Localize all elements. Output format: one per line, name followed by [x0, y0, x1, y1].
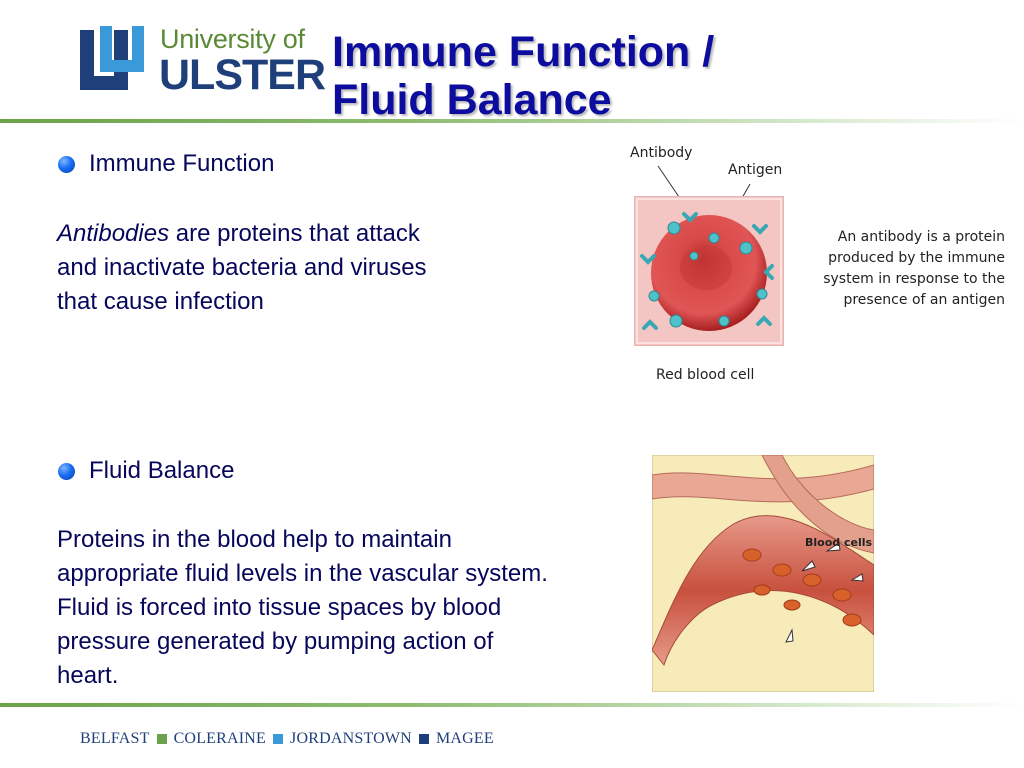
red-blood-cell-illustration [634, 196, 784, 346]
footer-divider [0, 703, 1024, 707]
label-blood-cells: Blood cells [805, 536, 873, 549]
separator-square-icon [273, 734, 284, 744]
logo-text-ulster: ULSTER [159, 51, 326, 99]
bullet-icon [58, 155, 75, 173]
antibody-caption: An antibody is a protein produced by the… [823, 229, 1005, 308]
section-heading-immune: Immune Function [89, 150, 275, 177]
label-red-blood-cell: Red blood cell [656, 367, 755, 383]
label-antibody: Antibody [630, 145, 693, 161]
campus-coleraine: COLERAINE [173, 730, 267, 747]
blood-vessel-illustration [652, 455, 874, 692]
campus-footer: BELFAST COLERAINE JORDANSTOWN MAGEE [80, 730, 494, 748]
bullet-icon [58, 462, 75, 480]
campus-magee: MAGEE [435, 730, 494, 747]
separator-square-icon [156, 734, 167, 744]
section-heading-fluid: Fluid Balance [89, 457, 235, 484]
ulster-logo-mark-icon [80, 26, 144, 90]
fluid-balance-paragraph: Proteins in the blood help to maintain a… [57, 526, 548, 689]
campus-belfast: BELFAST [80, 730, 150, 747]
antibodies-term: Antibodies [57, 220, 170, 247]
label-antigen: Antigen [728, 162, 783, 178]
bullet-fluid-balance: Fluid Balance [58, 457, 234, 485]
slide-title: Immune Function / Fluid Balance [332, 28, 715, 124]
university-logo: University of ULSTER [80, 24, 326, 99]
logo-text-university-of: University of [160, 24, 305, 54]
separator-square-icon [418, 734, 429, 744]
header-divider [0, 119, 1024, 123]
antibody-description: are proteins that attack and inactivate … [57, 220, 427, 315]
campus-jordanstown: JORDANSTOWN [290, 730, 412, 747]
antibody-paragraph: Antibodies are proteins that attack and … [57, 217, 527, 319]
bullet-immune-function: Immune Function [58, 150, 274, 178]
